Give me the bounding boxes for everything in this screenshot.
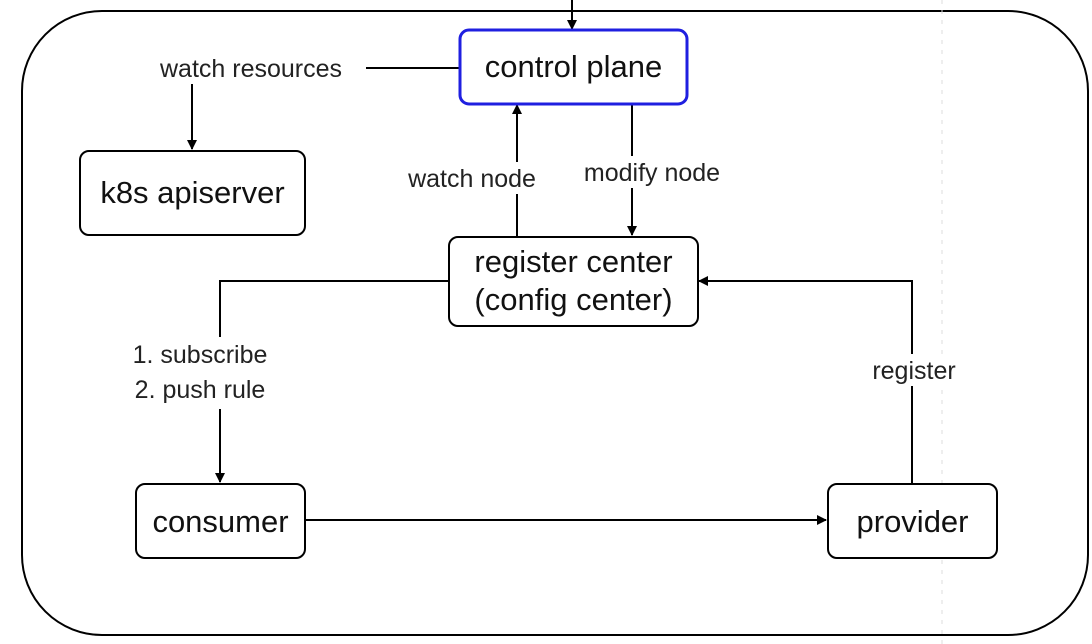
register-label: register — [872, 357, 955, 385]
consumer-node: consumer — [135, 483, 306, 559]
outer-container — [21, 10, 1089, 636]
consumer-label: consumer — [152, 504, 288, 539]
modify-node-label: modify node — [584, 159, 720, 187]
config-center-label: (config center) — [474, 282, 672, 317]
register-arrow — [698, 276, 913, 483]
k8s-apiserver-node: k8s apiserver — [79, 150, 306, 236]
control-plane-label: control plane — [485, 49, 663, 84]
push-rule-label: 2. push rule — [135, 376, 266, 404]
control-plane-node: control plane — [458, 28, 689, 106]
provider-node: provider — [827, 483, 998, 559]
subscribe-label: 1. subscribe — [133, 341, 268, 369]
watch-resources-label: watch resources — [159, 55, 342, 83]
k8s-apiserver-label: k8s apiserver — [100, 175, 284, 210]
register-center-label: register center — [474, 244, 672, 279]
watch-node-label: watch node — [407, 165, 536, 193]
provider-label: provider — [857, 504, 969, 539]
register-center-node: register center (config center) — [448, 236, 699, 327]
subscribe-push-arrow — [215, 280, 449, 483]
